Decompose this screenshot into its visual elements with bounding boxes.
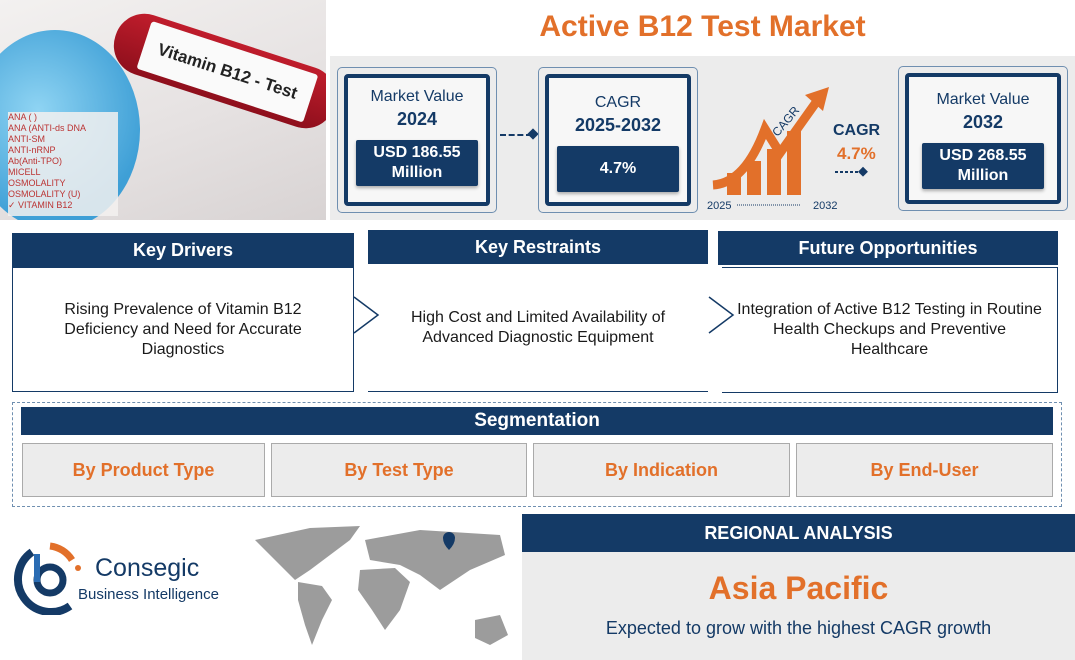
- segment-by-indication[interactable]: By Indication: [533, 443, 790, 497]
- label: CAGR: [594, 94, 642, 111]
- africa: [358, 568, 410, 630]
- connector-diamond: [527, 128, 539, 140]
- year: 2024: [396, 109, 438, 129]
- value: USD 268.55 Million: [922, 143, 1044, 189]
- arrow-line: [712, 98, 821, 190]
- regional-analysis-body: Asia Pacific Expected to grow with the h…: [522, 552, 1075, 660]
- segmentation-section: [12, 402, 1062, 507]
- consegic-logo: Consegic Business Intelligence: [10, 540, 240, 620]
- card-title: Future Opportunities: [718, 231, 1058, 265]
- arrow-head: [805, 87, 829, 111]
- card-text: Rising Prevalence of Vitamin B12 Deficie…: [12, 267, 354, 392]
- start-year: 2025: [707, 200, 731, 212]
- market-value-2032-card: Market Value 2032 USD 268.55 Million: [898, 66, 1068, 211]
- period: 2025-2032: [574, 115, 662, 135]
- north-america: [255, 526, 360, 580]
- card-text: High Cost and Limited Availability of Ad…: [368, 265, 708, 392]
- chevron-right-icon: [353, 296, 380, 334]
- lab-sheet: ANA ( ) ANA (ANTI-ds DNA ANTI-SM ANTI-nR…: [8, 112, 118, 216]
- australia: [475, 615, 508, 645]
- value: 4.7%: [557, 146, 679, 192]
- bar: [747, 161, 761, 195]
- page-title: Active B12 Test Market: [539, 10, 866, 43]
- connector-diamond: [858, 166, 868, 177]
- value: USD 186.55 Million: [356, 140, 478, 186]
- chevron-right-icon: [708, 296, 735, 334]
- cagr-card: CAGR 2025-2032 4.7%: [538, 67, 698, 213]
- segment-by-product-type[interactable]: By Product Type: [22, 443, 265, 497]
- region-name: Asia Pacific: [708, 570, 889, 606]
- logo-name: Consegic: [95, 554, 200, 582]
- tube-label: Vitamin B12 - Test: [136, 20, 319, 123]
- region-description: Expected to grow with the highest CAGR g…: [605, 618, 992, 638]
- end-year: 2032: [813, 200, 837, 212]
- world-map: [255, 526, 508, 645]
- growth-chart-icon: CAGR 2025 2032 CAGR 4.7%: [707, 87, 881, 212]
- segmentation-title: Segmentation: [21, 407, 1053, 435]
- card-text: Integration of Active B12 Testing in Rou…: [722, 267, 1058, 393]
- market-value-2024-card: Market Value 2024 USD 186.55 Million: [337, 67, 497, 213]
- stats-panel: Market Value 2024 USD 186.55 Million CAG…: [330, 56, 1075, 220]
- eurasia: [365, 530, 505, 590]
- regional-analysis-title: REGIONAL ANALYSIS: [522, 514, 1075, 552]
- cagr-value: 4.7%: [837, 144, 876, 163]
- year: 2032: [962, 112, 1004, 132]
- connector-dots: [500, 134, 532, 136]
- bar: [787, 131, 801, 195]
- south-america: [298, 582, 332, 645]
- logo-mark-icon: [14, 542, 81, 615]
- card-title: Key Restraints: [368, 230, 708, 264]
- logo-tagline: Business Intelligence: [78, 586, 219, 603]
- label: Market Value: [936, 91, 1030, 108]
- segment-by-end-user[interactable]: By End-User: [796, 443, 1053, 497]
- card-title: Key Drivers: [12, 233, 354, 267]
- bar: [767, 149, 781, 195]
- label: Market Value: [370, 88, 464, 105]
- segment-by-test-type[interactable]: By Test Type: [271, 443, 527, 497]
- location-pin-icon: [443, 532, 455, 550]
- cagr-label: CAGR: [833, 122, 881, 139]
- vitamin-b12-test-photo: ANA ( ) ANA (ANTI-ds DNA ANTI-SM ANTI-nR…: [0, 0, 326, 220]
